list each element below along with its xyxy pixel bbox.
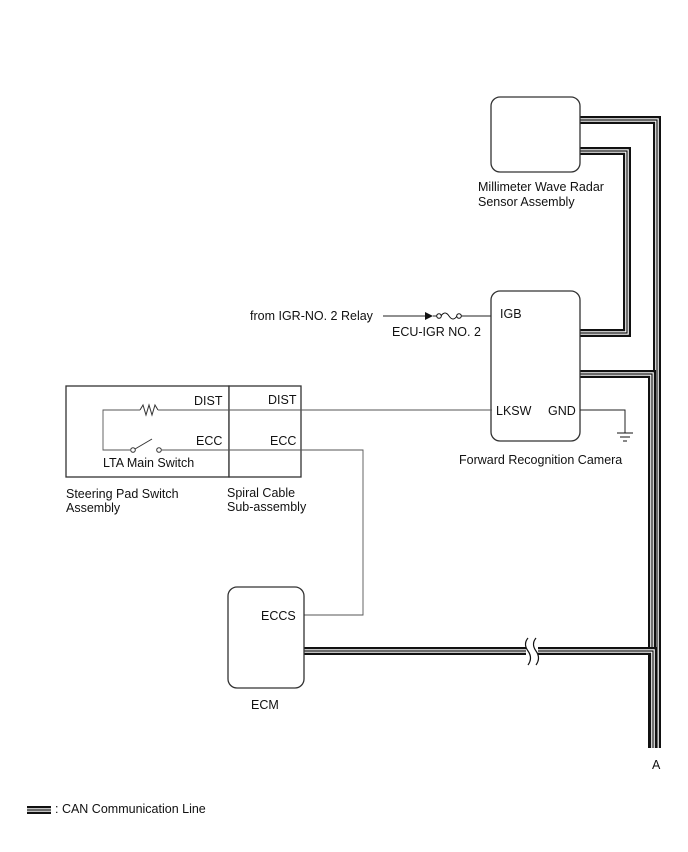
camera-pin-lksw: LKSW [496,404,532,418]
steering-pad-label-line1: Steering Pad Switch [66,487,179,501]
legend-label: : CAN Communication Line [55,802,206,816]
can-line-ecm-trunk [304,647,657,748]
fuse-label: ECU-IGR NO. 2 [392,325,481,339]
fuse-terminal-right [456,313,462,319]
ground-icon [617,432,633,442]
spiral-pin-ecc: ECC [270,434,296,448]
spiral-pin-dist: DIST [268,393,297,407]
ecm-box [227,586,305,689]
spiral-cable-box [228,385,302,478]
radar-label-line1: Millimeter Wave Radar [478,180,604,194]
can-line-radar-camera [580,147,631,337]
switch-contact-left [130,447,136,453]
steering-pad-box [65,385,230,478]
can-line-radar-trunk [580,116,661,748]
camera-label: Forward Recognition Camera [459,453,622,467]
steering-pin-dist: DIST [194,394,223,408]
camera-pin-gnd: GND [548,404,576,418]
connector-label: A [652,758,661,772]
steering-pin-ecc: ECC [196,434,222,448]
spiral-cable-label-line2: Sub-assembly [227,500,307,514]
switch-contact-right [156,447,162,453]
ground-wire [580,409,626,433]
dist-wire-internal [102,409,140,451]
resistor-icon [139,403,159,417]
power-source-label: from IGR-NO. 2 Relay [250,309,374,323]
ecm-pin-eccs: ECCS [261,609,296,623]
ecm-label: ECM [251,698,279,712]
lta-switch-label: LTA Main Switch [103,456,194,470]
radar-label-line2: Sensor Assembly [478,195,575,209]
fuse-terminal-left [436,313,442,319]
ecc-wire-to-ecm [229,449,364,616]
camera-box [490,290,581,442]
steering-pad-label-line2: Assembly [66,501,121,515]
switch-lever-icon [134,438,153,450]
line-break-mark [524,637,540,666]
can-line-camera-trunk [580,370,656,748]
can-bus-lines [304,116,661,748]
spiral-cable-label-line1: Spiral Cable [227,486,295,500]
arrow-icon [425,312,433,320]
fuse-icon [440,312,458,320]
radar-sensor-box [490,96,581,173]
camera-pin-igb: IGB [500,307,522,321]
